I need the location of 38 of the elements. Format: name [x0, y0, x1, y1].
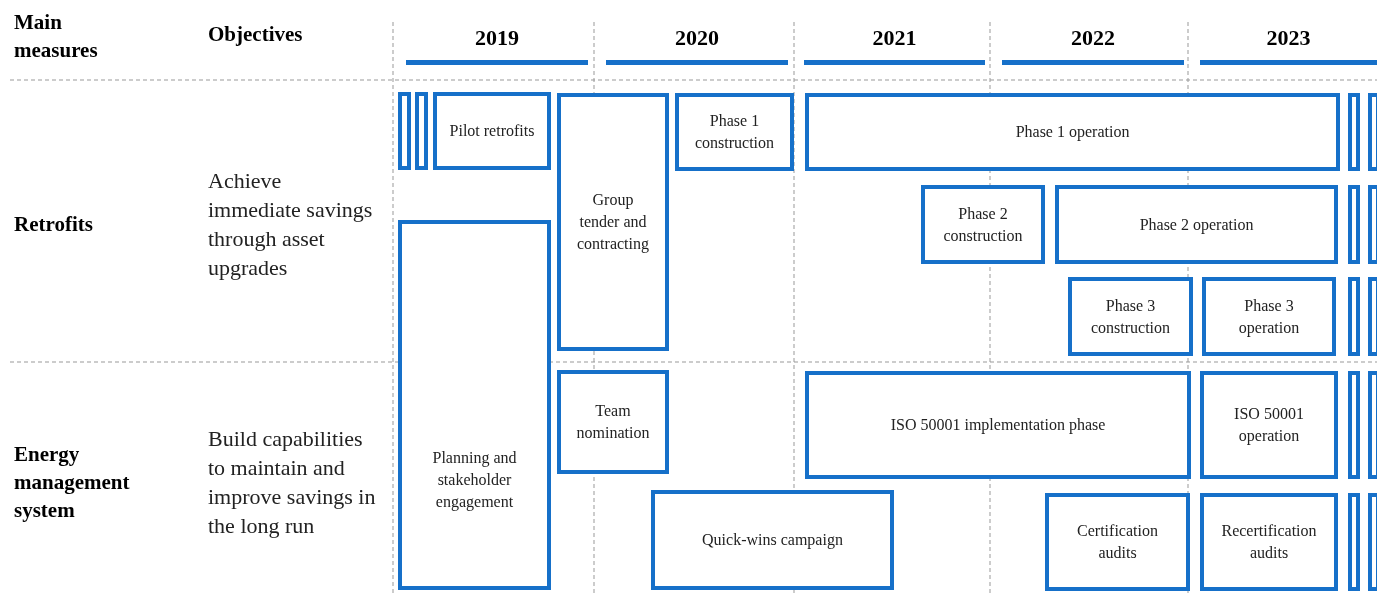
activity-box: Planning and stakeholder engagement	[398, 220, 551, 590]
activity-box: Phase 3 construction	[1068, 277, 1193, 356]
year-label: 2022	[1070, 24, 1116, 52]
activity-box: Phase 3 operation	[1202, 277, 1336, 356]
activity-box: Phase 1 operation	[805, 93, 1340, 171]
timeline-bar	[1368, 277, 1377, 356]
timeline-bar	[398, 92, 411, 170]
year-label: 2020	[674, 24, 720, 52]
year-label: 2019	[474, 24, 520, 52]
activity-box: Certification audits	[1045, 493, 1190, 591]
measure-label: Energy management system	[14, 441, 131, 524]
column-header: Main measures	[14, 9, 99, 64]
activity-box: Recertification audits	[1200, 493, 1338, 591]
timeline-bar	[1348, 371, 1360, 479]
measure-label: Retrofits	[14, 211, 94, 238]
activity-box: Phase 2 operation	[1055, 185, 1338, 264]
year-label: 2021	[871, 24, 918, 52]
timeline-bar	[1368, 93, 1377, 171]
activity-box: Group tender and contracting	[557, 93, 669, 351]
timeline-bar	[1368, 493, 1377, 591]
timeline-bar	[1348, 277, 1360, 356]
activity-box: Pilot retrofits	[433, 92, 551, 170]
timeline-bar	[1368, 185, 1377, 264]
objective-text: Build capabilities to maintain and improve savings in the long run	[208, 425, 377, 540]
activity-box: Team nomination	[557, 370, 669, 474]
activity-box: ISO 50001 operation	[1200, 371, 1338, 479]
timeline-bar	[1368, 371, 1377, 479]
activity-box: Phase 1 construction	[675, 93, 794, 171]
year-label: 2023	[1265, 24, 1312, 52]
activity-box: Quick-wins campaign	[651, 490, 894, 590]
timeline-bar	[1348, 93, 1360, 171]
column-header: Objectives	[208, 21, 304, 48]
activity-box: ISO 50001 implementation phase	[805, 371, 1191, 479]
objective-text: Achieve immediate savings through asset upgrades	[208, 167, 374, 282]
timeline-bar	[415, 92, 428, 170]
timeline-bar	[1348, 493, 1360, 591]
timeline-bar	[1348, 185, 1360, 264]
activity-box: Phase 2 construction	[921, 185, 1045, 264]
